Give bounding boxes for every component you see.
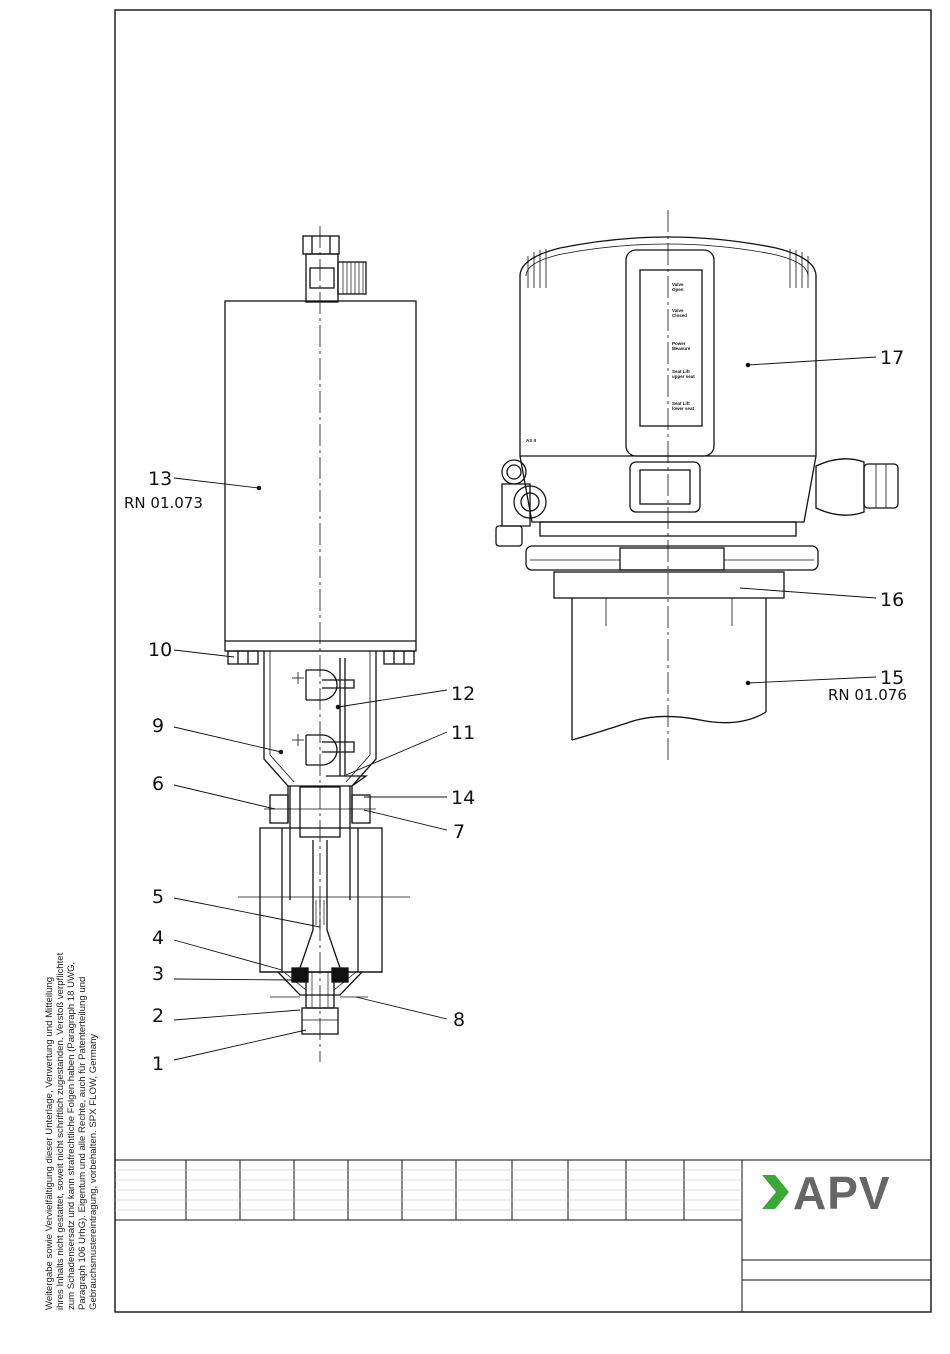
legal-line-2: ihres Inhalts nicht gestattet, soweit ni…: [55, 952, 66, 1310]
indicator-2-line2: Closed: [672, 313, 687, 318]
part-number-17: 17: [880, 347, 904, 369]
part-number-12: 12: [451, 683, 475, 705]
legal-line-3: zum Schadensersatz und kann strafrechtli…: [66, 962, 77, 1310]
housing-stub: [571, 598, 767, 740]
valve-section-view: [224, 226, 417, 1062]
actuator-body: [224, 300, 417, 652]
part-number-1: 1: [152, 1053, 164, 1075]
part-number-4: 4: [152, 927, 164, 949]
legal-line-4: Paragraph 106 UrhG). Eigentum und alle R…: [77, 977, 88, 1310]
part-number-5: 5: [152, 886, 164, 908]
indicator-2-line1: Valve: [672, 308, 684, 313]
indicator-4-line1: Seat Lift: [672, 369, 690, 374]
seat-assembly: [270, 967, 368, 1035]
indicator-3-line1: Power: [672, 341, 686, 346]
part-number-10: 10: [148, 639, 172, 661]
part-numbers: 13 RN 01.073 10 9 6 5 4 3 2 1 12 11 14 7…: [124, 347, 907, 1075]
logo-chevron: [762, 1175, 789, 1209]
part-number-9: 9: [152, 715, 164, 737]
logo-text: APV: [793, 1167, 891, 1219]
right-leader-lines: [739, 356, 877, 686]
indicator-3-line2: Measure: [672, 346, 691, 351]
indicator-5-line2: lower seat: [672, 406, 695, 411]
indicator-1-line1: Valve: [672, 282, 684, 287]
part-number-15: 15: [880, 667, 904, 689]
title-block: [115, 1159, 931, 1312]
legal-line-5: Gebrauchsmustereintragung, vorbehalten. …: [88, 1034, 99, 1310]
part-number-13: 13: [148, 468, 172, 490]
coupling: [299, 786, 341, 838]
part-number-16: 16: [880, 589, 904, 611]
part-number-11: 11: [451, 722, 475, 744]
left-leader-lines: [173, 477, 448, 1061]
apv-logo: APV: [762, 1167, 891, 1219]
bottom-bolts: [227, 650, 415, 665]
indicator-1-line2: Open: [672, 287, 684, 292]
side-marking: AS II: [526, 438, 536, 443]
part-number-8: 8: [453, 1009, 465, 1031]
top-fitting: [302, 235, 367, 303]
part-number-6: 6: [152, 773, 164, 795]
part-number-14: 14: [451, 787, 475, 809]
valve-housing: [238, 827, 410, 973]
reference-housing: RN 01.076: [828, 686, 907, 704]
reference-actuator: RN 01.073: [124, 494, 203, 512]
control-head-view: Valve Open Valve Closed Power Measure Se…: [495, 210, 899, 764]
indicator-4-line2: upper seat: [672, 374, 695, 379]
legal-line-1: Weitergabe sowie Vervielfältigung dieser…: [44, 977, 55, 1310]
switch-cams: [305, 658, 369, 787]
drawing-frame: [114, 9, 932, 1313]
part-number-2: 2: [152, 1005, 164, 1027]
indicator-5-line1: Seat Lift: [672, 401, 690, 406]
part-number-3: 3: [152, 963, 164, 985]
part-number-7: 7: [453, 821, 465, 843]
